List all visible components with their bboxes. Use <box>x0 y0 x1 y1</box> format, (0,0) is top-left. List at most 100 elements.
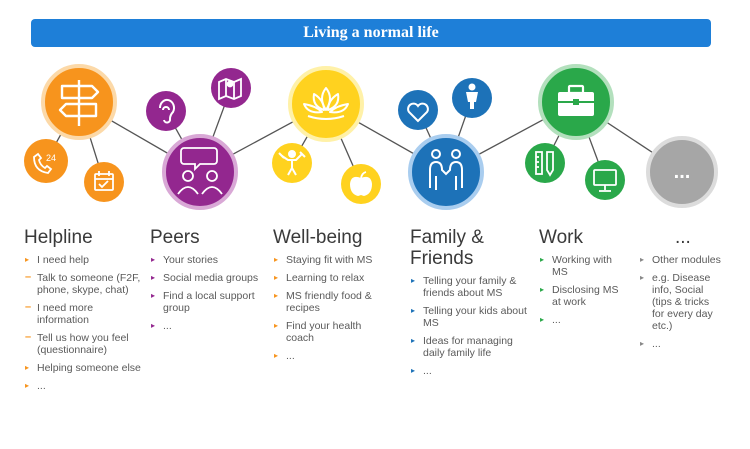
node-work-tools[interactable] <box>525 143 565 183</box>
node-peers-ear[interactable] <box>146 91 186 131</box>
column-title: Helpline <box>24 227 93 248</box>
apple-icon <box>350 171 372 196</box>
column-list: ▸Your stories▸Social media groups▸Find a… <box>150 254 260 332</box>
bullet-marker: – <box>25 331 32 343</box>
list-item[interactable]: ▸I need help <box>24 254 142 266</box>
list-item-text: Disclosing MS at work <box>552 284 619 308</box>
dumbbell-person-icon <box>278 150 306 176</box>
node-helpline-phone[interactable]: 24 <box>24 139 68 183</box>
list-item-text: Social media groups <box>163 272 259 284</box>
list-item-text: Find your health coach <box>286 320 362 344</box>
list-item-text: Learning to relax <box>286 272 365 284</box>
node-wellbeing-fitness[interactable] <box>272 143 312 183</box>
list-item-text: ... <box>37 380 46 392</box>
node-family-heart[interactable] <box>398 90 438 130</box>
heart-icon <box>407 102 429 123</box>
list-item[interactable]: ▸Other modules <box>639 254 723 266</box>
list-item-text: MS friendly food & recipes <box>286 290 372 314</box>
bullet-marker: ▸ <box>274 351 279 360</box>
svg-text:24: 24 <box>46 153 56 163</box>
node-helpline[interactable] <box>41 64 117 140</box>
ear-icon <box>158 98 175 124</box>
column-helpline: Helpline ▸I need help –Talk to someone (F… <box>24 227 142 398</box>
list-item[interactable]: ▸e.g. Disease info, Social (tips & trick… <box>639 272 723 332</box>
column-list: ▸Staying fit with MS▸Learning to relax▸M… <box>273 254 388 362</box>
column-title: Peers <box>150 227 200 248</box>
bullet-marker: ▸ <box>411 366 416 375</box>
column-family-friends: Family & Friends ▸Telling your family & … <box>410 227 528 383</box>
bullet-marker: ▸ <box>151 255 156 264</box>
bullet-marker: – <box>25 271 32 283</box>
list-item[interactable]: ▸Ideas for managing daily family life <box>410 335 528 359</box>
column-title: Work <box>539 227 583 248</box>
node-peers[interactable] <box>162 134 238 210</box>
list-item-text: Other modules <box>652 254 721 266</box>
list-item-text: ... <box>652 338 661 350</box>
list-item-text: Telling your family & friends about MS <box>423 275 517 299</box>
node-more[interactable]: ... <box>646 136 718 208</box>
bullet-marker: ▸ <box>151 321 156 330</box>
bullet-marker: ▸ <box>640 339 645 348</box>
bullet-marker: ▸ <box>540 315 545 324</box>
node-work[interactable] <box>538 64 614 140</box>
list-item-text: I need more information <box>37 302 94 326</box>
node-family-child[interactable] <box>452 78 492 118</box>
bullet-marker: ▸ <box>274 291 279 300</box>
briefcase-icon <box>558 84 594 116</box>
list-item[interactable]: ▸ Learning to relax <box>273 272 388 284</box>
column-list: ▸Telling your family & friends about MS▸… <box>410 275 528 377</box>
bullet-marker: ▸ <box>274 321 279 330</box>
list-item[interactable]: ▸Your stories <box>150 254 260 266</box>
list-item[interactable]: ▸Disclosing MS at work <box>539 284 621 308</box>
monitor-icon <box>593 169 617 192</box>
list-subitem[interactable]: –Tell us how you feel (questionnaire) <box>24 331 142 356</box>
list-item-text: ... <box>286 350 295 362</box>
list-item-text: Find a local support group <box>163 290 255 314</box>
list-item[interactable]: ▸... <box>539 314 621 326</box>
bullet-marker: ▸ <box>25 363 30 372</box>
node-wellbeing-apple[interactable] <box>341 164 381 204</box>
bullet-marker: ▸ <box>411 306 416 315</box>
list-item-text: Staying fit with MS <box>286 254 373 266</box>
list-item[interactable]: ▸... <box>24 380 142 392</box>
list-item[interactable]: ▸... <box>150 320 260 332</box>
node-peers-map[interactable] <box>211 68 251 108</box>
list-item[interactable]: ▸... <box>410 365 528 377</box>
bullet-marker: ▸ <box>151 291 156 300</box>
column-list: ▸Other modules▸e.g. Disease info, Social… <box>639 254 723 350</box>
list-item-text: Helping someone else <box>37 362 141 374</box>
list-item[interactable]: ▸... <box>639 338 723 350</box>
list-item-text: Ideas for managing daily family life <box>423 335 513 359</box>
list-item[interactable]: ▸ Telling your kids about MS <box>410 305 528 329</box>
node-family[interactable] <box>408 134 484 210</box>
list-item-text: Working with MS <box>552 254 612 278</box>
node-helpline-calendar[interactable] <box>84 162 124 202</box>
bullet-marker: – <box>25 301 32 313</box>
column-list: ▸I need help –Talk to someone (F2F, phone… <box>24 254 142 392</box>
list-item-text: Telling your kids about MS <box>423 305 527 329</box>
signpost-icon <box>58 80 100 126</box>
list-item[interactable]: ▸ MS friendly food & recipes <box>273 290 388 314</box>
list-item[interactable]: ▸ Find a local support group <box>150 290 260 314</box>
bullet-marker: ▸ <box>25 255 30 264</box>
bullet-marker: ▸ <box>640 273 645 282</box>
column-title: ... <box>675 227 691 248</box>
list-item[interactable]: ▸Social media groups <box>150 272 260 284</box>
list-subitem[interactable]: –I need more information <box>24 301 142 326</box>
node-work-monitor[interactable] <box>585 160 625 200</box>
list-subitem[interactable]: –Talk to someone (F2F, phone, skype, cha… <box>24 271 142 296</box>
column-title: Well-being <box>273 227 363 248</box>
list-item[interactable]: ▸ Helping someone else <box>24 362 142 374</box>
bullet-marker: ▸ <box>540 255 545 264</box>
column-peers: Peers ▸Your stories▸Social media groups▸… <box>150 227 260 338</box>
child-icon <box>466 83 478 109</box>
bullet-marker: ▸ <box>274 273 279 282</box>
list-item[interactable]: ▸ Find your health coach <box>273 320 388 344</box>
list-item[interactable]: ▸Telling your family & friends about MS <box>410 275 528 299</box>
column-work: Work ▸Working with MS▸Disclosing MS at w… <box>539 227 621 332</box>
list-item[interactable]: ▸Staying fit with MS <box>273 254 388 266</box>
list-item[interactable]: ▸ Working with MS <box>539 254 621 278</box>
node-wellbeing[interactable] <box>288 66 364 142</box>
list-item[interactable]: ▸... <box>273 350 388 362</box>
